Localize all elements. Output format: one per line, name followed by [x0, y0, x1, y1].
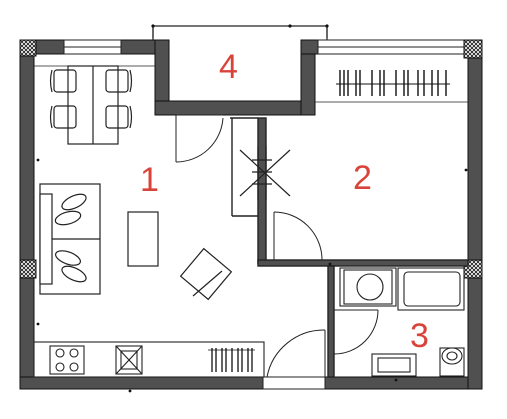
armchair-icon [179, 247, 233, 301]
room-number-1: 1 [140, 161, 159, 199]
windows [63, 39, 466, 55]
wardrobe-icon [336, 70, 450, 96]
room-number-4: 4 [219, 48, 238, 86]
door-room-2 [273, 211, 323, 261]
balcony [152, 25, 328, 40]
stove-icon [49, 345, 85, 375]
sink-icon [115, 345, 143, 375]
chair-icon [49, 69, 133, 129]
sink-icon [371, 353, 417, 377]
washing-machine-icon [339, 267, 397, 307]
dimension-ticks [36, 24, 468, 393]
bathtub-icon [397, 267, 465, 311]
room-number-3: 3 [410, 317, 429, 355]
room-number-2: 2 [353, 159, 372, 197]
kitchen-counter [33, 341, 265, 378]
toilet-icon [439, 347, 465, 377]
sofa-icon [39, 183, 101, 295]
door-balcony [175, 114, 224, 163]
door-entrance [262, 329, 326, 390]
door-bathroom [333, 309, 379, 355]
radiator-icon [239, 146, 291, 200]
radiator-icon [208, 348, 255, 372]
coffee-table-icon [127, 211, 159, 267]
